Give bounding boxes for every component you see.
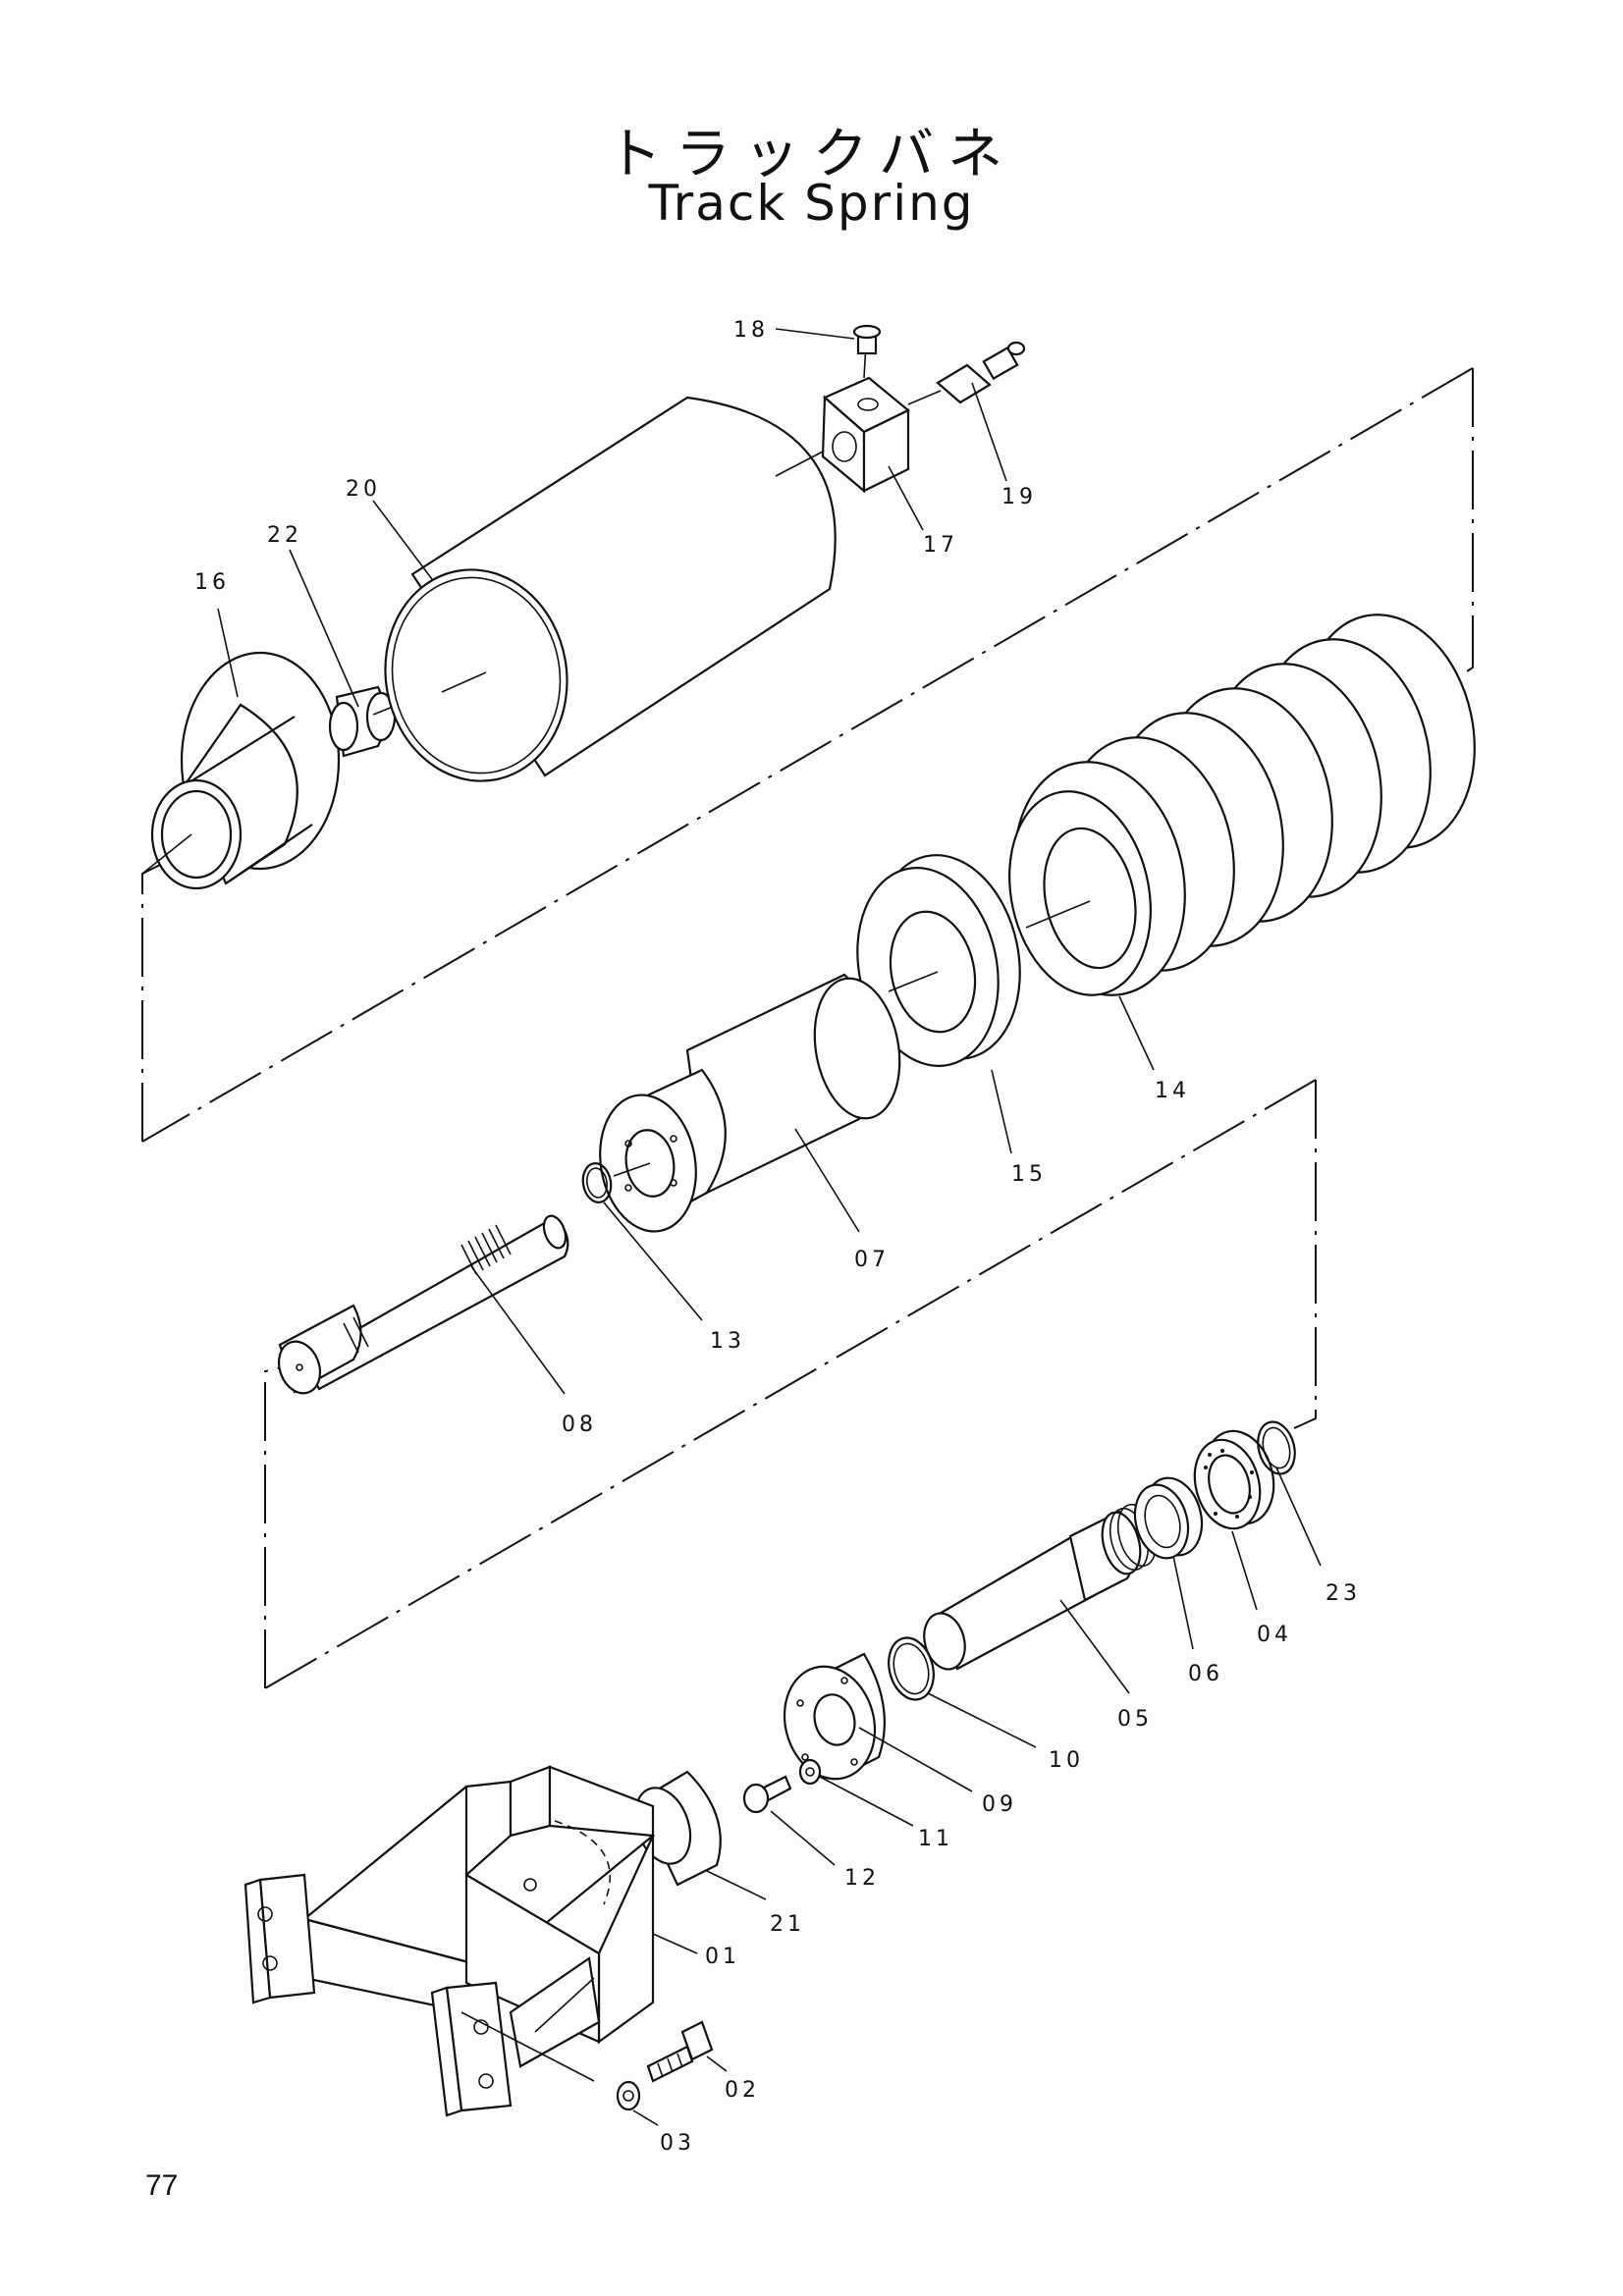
- part-22-bushing: [328, 685, 443, 758]
- part-12-bolt: [742, 1775, 792, 1814]
- part-09-flange-cover: [783, 1652, 886, 1781]
- label-20: 20: [346, 477, 381, 502]
- part-17-valve-block: [775, 343, 911, 494]
- part-23-snap-ring: [1257, 1420, 1296, 1475]
- label-15: 15: [1011, 1162, 1047, 1187]
- part-02-bolt: [646, 2020, 714, 2083]
- label-12: 12: [844, 1866, 880, 1891]
- leader-lines: [217, 328, 1322, 2126]
- part-13-o-ring: [581, 1162, 613, 1203]
- label-08: 08: [562, 1413, 597, 1437]
- label-07: 07: [854, 1248, 890, 1272]
- part-04-seal: [1193, 1429, 1275, 1530]
- part-06-ring: [1133, 1476, 1204, 1560]
- label-03: 03: [660, 2131, 695, 2156]
- label-10: 10: [1049, 1748, 1084, 1773]
- part-03-washer: [616, 2080, 641, 2111]
- part-11-washer: [798, 1758, 822, 1786]
- label-11: 11: [918, 1827, 953, 1851]
- part-15-spacer-ring: [856, 854, 1021, 1067]
- page-title-english: Track Spring: [648, 175, 975, 232]
- part-10-o-ring: [888, 1636, 935, 1701]
- rod-threads: [460, 1224, 512, 1275]
- label-14: 14: [1155, 1079, 1190, 1103]
- part-18-plug: [852, 324, 882, 355]
- label-17: 17: [923, 533, 958, 558]
- part-19-grease-fitting: [907, 341, 1026, 405]
- label-23: 23: [1325, 1581, 1361, 1606]
- assembly-boundary-lines: [141, 367, 1474, 1689]
- part-labels: 18 19 17 20 22 16 14 15 07 13 08 23 04 0…: [194, 318, 1361, 2156]
- part-14-spring: [1008, 614, 1476, 996]
- label-02: 02: [725, 2078, 760, 2103]
- part-07-piston: [599, 973, 901, 1233]
- part-05-shaft: [923, 1503, 1158, 1671]
- page-number: 77: [145, 2169, 179, 2202]
- page-title-japanese: トラックバネ: [606, 123, 1017, 187]
- label-13: 13: [710, 1329, 745, 1354]
- label-05: 05: [1117, 1707, 1153, 1732]
- label-09: 09: [982, 1792, 1017, 1817]
- part-08-rod: [277, 1214, 569, 1395]
- label-06: 06: [1188, 1662, 1223, 1686]
- label-22: 22: [267, 523, 302, 548]
- label-04: 04: [1257, 1623, 1292, 1647]
- label-01: 01: [705, 1945, 740, 1969]
- part-01-bracket: [243, 1765, 656, 2117]
- part-20-cylinder: [384, 396, 837, 782]
- label-16: 16: [194, 570, 230, 595]
- part-16-flange-sleeve: [141, 651, 341, 890]
- label-18: 18: [733, 318, 769, 343]
- label-19: 19: [1001, 485, 1037, 509]
- label-21: 21: [770, 1912, 805, 1937]
